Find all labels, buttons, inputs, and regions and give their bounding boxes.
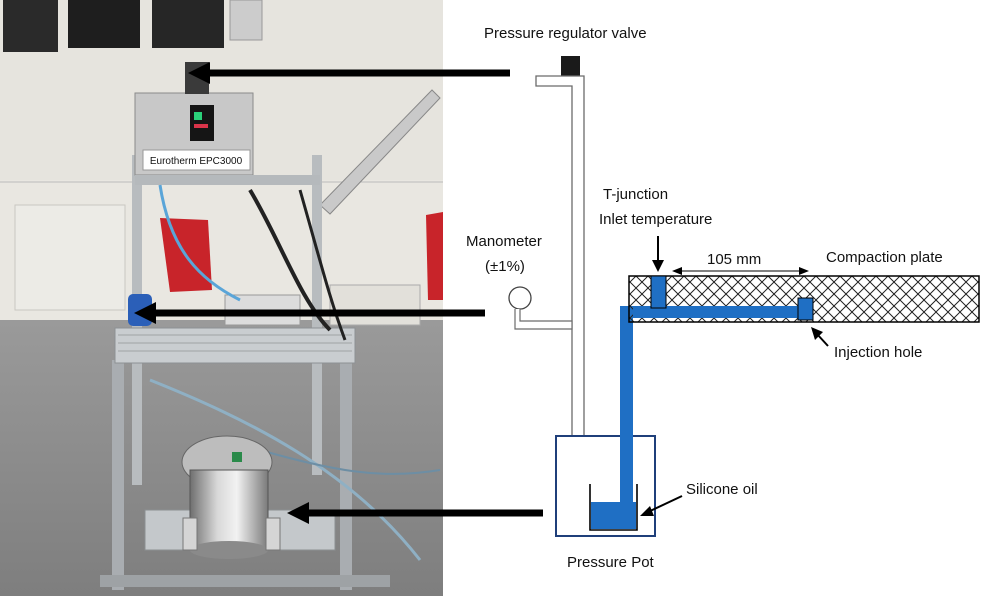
regulator-valve-symbol (561, 56, 580, 76)
label-injection-hole: Injection hole (834, 344, 922, 361)
controller-label: Eurotherm EPC3000 (150, 156, 243, 167)
silicone-oil-pointer (640, 506, 654, 516)
aluminium-shelf (114, 327, 356, 364)
label-pressure-regulator-valve: Pressure regulator valve (484, 25, 647, 42)
injection-hole (797, 297, 814, 321)
label-manometer: Manometer (466, 233, 542, 250)
schematic: Pressure regulator valve Manometer (±1%)… (466, 25, 980, 571)
arrow-head-pot (287, 502, 309, 524)
t-junction (650, 275, 667, 309)
injection-hole-pointer (811, 327, 823, 340)
air-supply-line (535, 75, 585, 489)
label-pressure-pot: Pressure Pot (567, 554, 655, 571)
wall-poster (68, 0, 140, 48)
arrow-head-manometer (134, 302, 156, 324)
callout-arrows (134, 62, 543, 524)
oil-beaker (589, 484, 638, 531)
label-compaction-plate: Compaction plate (826, 249, 943, 266)
red-chair (426, 212, 443, 300)
wall-poster (3, 0, 58, 52)
label-t-junction: T-junction (603, 186, 668, 203)
pressure-pot-photo (189, 469, 269, 551)
controller-label-box (142, 149, 251, 171)
controller-display (190, 105, 214, 141)
label-distance: 105 mm (707, 251, 761, 268)
lab-photo: Eurotherm EPC3000 (0, 0, 443, 596)
t-junction-pointer (652, 260, 664, 272)
wall-poster (152, 0, 224, 48)
manometer-symbol (508, 286, 532, 310)
arrow-head-regulator (188, 62, 210, 84)
label-manometer-accuracy: (±1%) (485, 258, 525, 275)
label-inlet-temperature: Inlet temperature (599, 211, 712, 228)
label-silicone-oil: Silicone oil (686, 481, 758, 498)
